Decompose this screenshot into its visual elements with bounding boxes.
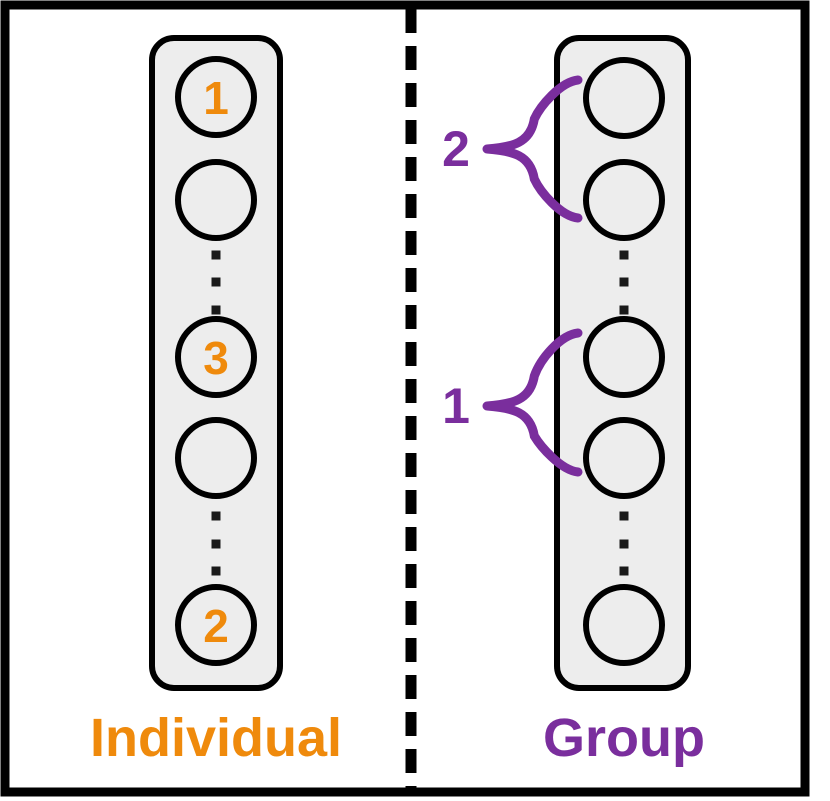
- ellipsis-dot: [211, 250, 221, 260]
- node-circle[interactable]: [583, 584, 665, 666]
- individual-caption: Individual: [90, 708, 342, 768]
- node-circle[interactable]: [583, 316, 665, 398]
- individual-column: 1 3 2 Indiv: [90, 35, 342, 768]
- ellipsis-dot: [619, 305, 629, 315]
- node-group-5[interactable]: [583, 584, 665, 666]
- node-circle[interactable]: [175, 417, 257, 499]
- node-circle[interactable]: [583, 159, 665, 241]
- ellipsis-dot: [619, 539, 629, 549]
- curly-brace-icon: [482, 75, 583, 223]
- curly-brace-icon: [482, 328, 583, 477]
- brace-label: 2: [442, 121, 470, 177]
- node-circle[interactable]: [583, 417, 665, 499]
- vertical-ellipsis-icon-group: [619, 250, 629, 576]
- node-circle[interactable]: [175, 316, 257, 398]
- node-label: 3: [203, 332, 229, 384]
- node-group-4[interactable]: [583, 417, 665, 499]
- ellipsis-dot: [619, 566, 629, 576]
- node-group-2[interactable]: [583, 159, 665, 241]
- group-column: 2 1 Group: [442, 35, 705, 768]
- node-label: 2: [203, 600, 229, 652]
- node-circle[interactable]: [175, 584, 257, 666]
- node-group-3[interactable]: [583, 316, 665, 398]
- brace-label: 1: [442, 378, 470, 434]
- ellipsis-dot: [619, 511, 629, 521]
- node-circle[interactable]: [175, 159, 257, 241]
- node-label: 1: [203, 72, 229, 124]
- vertical-ellipsis-icon-group: [211, 250, 221, 576]
- node-circle[interactable]: [175, 56, 257, 138]
- ellipsis-dot: [211, 539, 221, 549]
- individual-container: [149, 35, 283, 691]
- brace-group-1: 1: [442, 328, 583, 477]
- ellipsis-dot: [211, 511, 221, 521]
- ellipsis-dot: [619, 250, 629, 260]
- node-individual-4[interactable]: [175, 417, 257, 499]
- node-group-1[interactable]: [583, 57, 665, 139]
- brace-group-2: 2: [442, 75, 583, 223]
- individual-nodes: 1 3 2: [175, 56, 257, 666]
- node-individual-2[interactable]: [175, 159, 257, 241]
- outer-frame: [0, 0, 810, 797]
- node-individual-1[interactable]: 1: [175, 56, 257, 138]
- ellipsis-dot: [619, 277, 629, 287]
- node-individual-3[interactable]: 3: [175, 316, 257, 398]
- group-caption: Group: [543, 708, 705, 768]
- ellipsis-dot: [211, 277, 221, 287]
- ellipsis-dot: [211, 305, 221, 315]
- group-container: [554, 35, 691, 691]
- group-nodes: [583, 57, 665, 666]
- node-circle[interactable]: [583, 57, 665, 139]
- node-individual-5[interactable]: 2: [175, 584, 257, 666]
- ellipsis-dot: [211, 566, 221, 576]
